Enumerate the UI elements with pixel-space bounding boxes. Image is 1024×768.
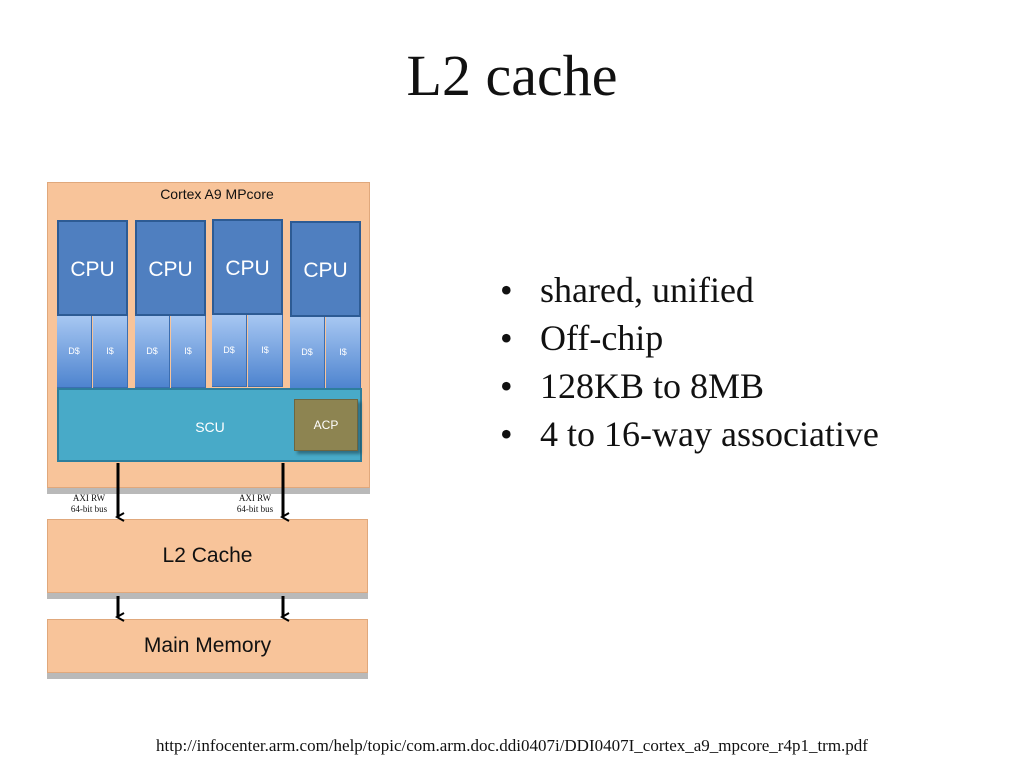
slide-title: L2 cache — [406, 43, 618, 108]
bullet-item: • 128KB to 8MB — [500, 362, 879, 410]
icache-block-2: I$ — [171, 316, 206, 388]
bullet-item: • 4 to 16-way associative — [500, 410, 879, 458]
bus-label-right-line2: 64-bit bus — [236, 504, 274, 514]
bus-label-left-line1: AXI RW — [72, 493, 106, 503]
icache-block-1: I$ — [93, 316, 128, 388]
mpcore-label: Cortex A9 MPcore — [160, 186, 274, 202]
cpu-block-2: CPU — [135, 220, 206, 316]
bus-label-left-line2: 64-bit bus — [70, 504, 108, 514]
bullet-dot-icon: • — [500, 366, 513, 406]
bullet-text: 128KB to 8MB — [540, 366, 765, 406]
bullet-text: Off-chip — [540, 318, 664, 358]
bullet-dot-icon: • — [500, 270, 513, 310]
acp-block: ACP — [294, 399, 358, 451]
bullet-item: • Off-chip — [500, 314, 879, 362]
dcache-block-1: D$ — [57, 316, 92, 388]
bus-label-right-line1: AXI RW — [238, 493, 272, 503]
reference-url: http://infocenter.arm.com/help/topic/com… — [156, 736, 868, 755]
bus-label-left: AXI RW 64-bit bus — [54, 493, 124, 515]
dcache-block-2: D$ — [135, 316, 170, 388]
icache-block-4: I$ — [326, 317, 361, 389]
dcache-block-4: D$ — [290, 317, 325, 389]
cpu-block-4: CPU — [290, 221, 361, 317]
bullet-item: • shared, unified — [500, 266, 879, 314]
bullet-list: • shared, unified • Off-chip • 128KB to 8MB… — [500, 266, 879, 458]
bullet-text: shared, unified — [540, 270, 754, 310]
cpu-block-3: CPU — [212, 219, 283, 315]
bullet-dot-icon: • — [500, 318, 513, 358]
scu-label: SCU — [195, 419, 225, 435]
bullet-text: 4 to 16-way associative — [540, 414, 879, 454]
bus-label-right: AXI RW 64-bit bus — [220, 493, 290, 515]
icache-block-3: I$ — [248, 315, 283, 387]
dcache-block-3: D$ — [212, 315, 247, 387]
l2-cache-block: L2 Cache — [47, 519, 368, 593]
main-memory-block: Main Memory — [47, 619, 368, 673]
cpu-block-1: CPU — [57, 220, 128, 316]
bullet-dot-icon: • — [500, 414, 513, 454]
